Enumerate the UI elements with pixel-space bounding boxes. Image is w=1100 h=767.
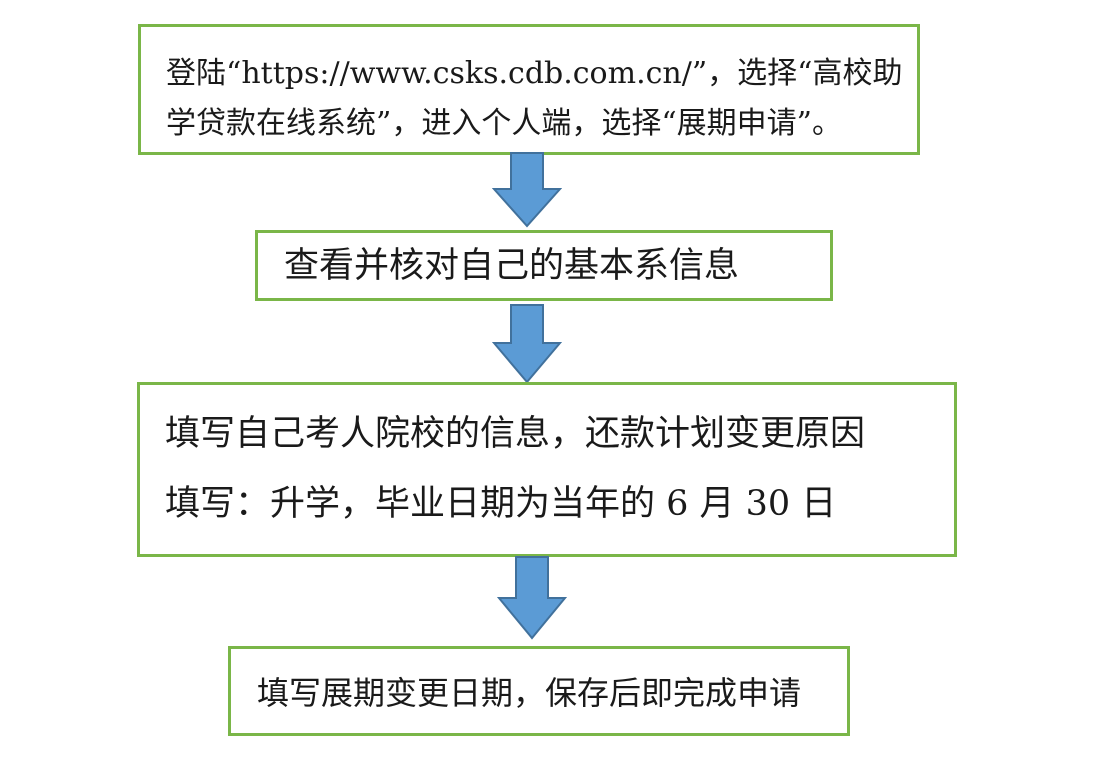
down-arrow-icon [492,152,562,228]
step-2-text: 查看并核对自己的基本系信息 [284,242,739,290]
step-1-box: 登陆“https://www.csks.cdb.com.cn/”，选择“高校助 … [138,24,920,155]
step-1-text: 登陆“https://www.csks.cdb.com.cn/”，选择“高校助 … [166,49,903,149]
step-1-line-2: 学贷款在线系统”，进入个人端，选择“展期申请”。 [166,106,843,141]
step-4-box: 填写展期变更日期，保存后即完成申请 [228,646,850,736]
step-2-box: 查看并核对自己的基本系信息 [255,230,833,301]
step-3-box: 填写自己考人院校的信息，还款计划变更原因 填写：升学，毕业日期为当年的 6 月 … [137,382,957,557]
step-3-text: 填写自己考人院校的信息，还款计划变更原因 填写：升学，毕业日期为当年的 6 月 … [165,399,865,539]
step-2-line-1: 查看并核对自己的基本系信息 [284,246,740,286]
step-4-line-1: 填写展期变更日期，保存后即完成申请 [257,674,802,712]
step-4-text: 填写展期变更日期，保存后即完成申请 [257,669,801,717]
step-3-line-1: 填写自己考人院校的信息，还款计划变更原因 [165,414,866,454]
step-3-line-2: 填写：升学，毕业日期为当年的 6 月 30 日 [165,484,837,524]
down-arrow-icon [492,304,562,384]
step-1-line-1: 登陆“https://www.csks.cdb.com.cn/”，选择“高校助 [166,56,903,91]
down-arrow-icon [497,556,567,640]
